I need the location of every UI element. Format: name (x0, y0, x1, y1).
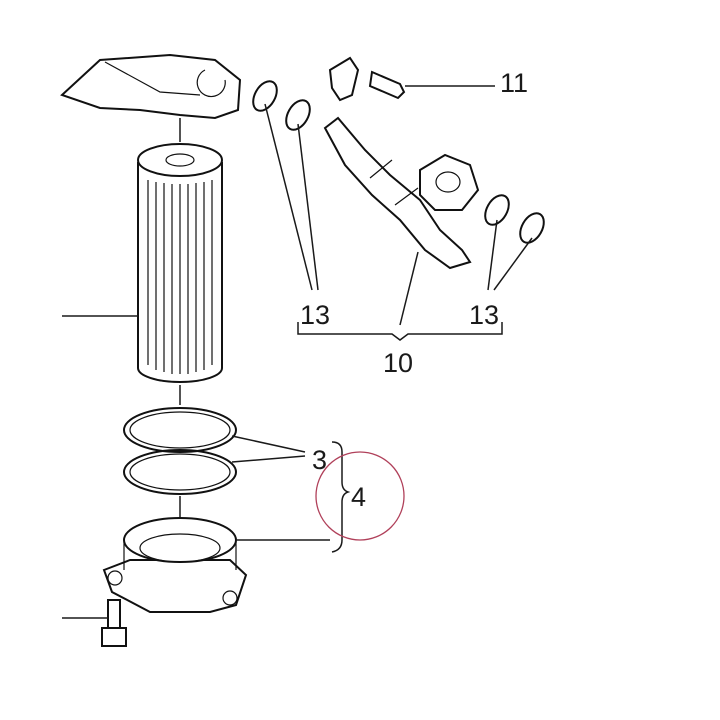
seal-rings (123, 407, 237, 530)
filter-element (62, 118, 223, 405)
small-orings-right (484, 194, 545, 244)
callout-3: 3 (312, 445, 328, 475)
callout-13-right: 13 (469, 300, 500, 330)
callout-10: 10 (383, 348, 414, 378)
bracket-bolt (328, 56, 495, 102)
bracket-3-4 (231, 435, 351, 553)
filter-cover (102, 517, 248, 613)
oil-pipe (323, 116, 480, 270)
callout-11: 11 (500, 68, 529, 98)
callout-4: 4 (351, 482, 367, 512)
filter-housing (60, 53, 242, 120)
callout-13-left: 13 (300, 300, 331, 330)
small-orings-left (252, 80, 311, 131)
cover-bolt (62, 599, 127, 647)
highlight-circle (315, 451, 405, 541)
leader-lines (264, 103, 533, 341)
